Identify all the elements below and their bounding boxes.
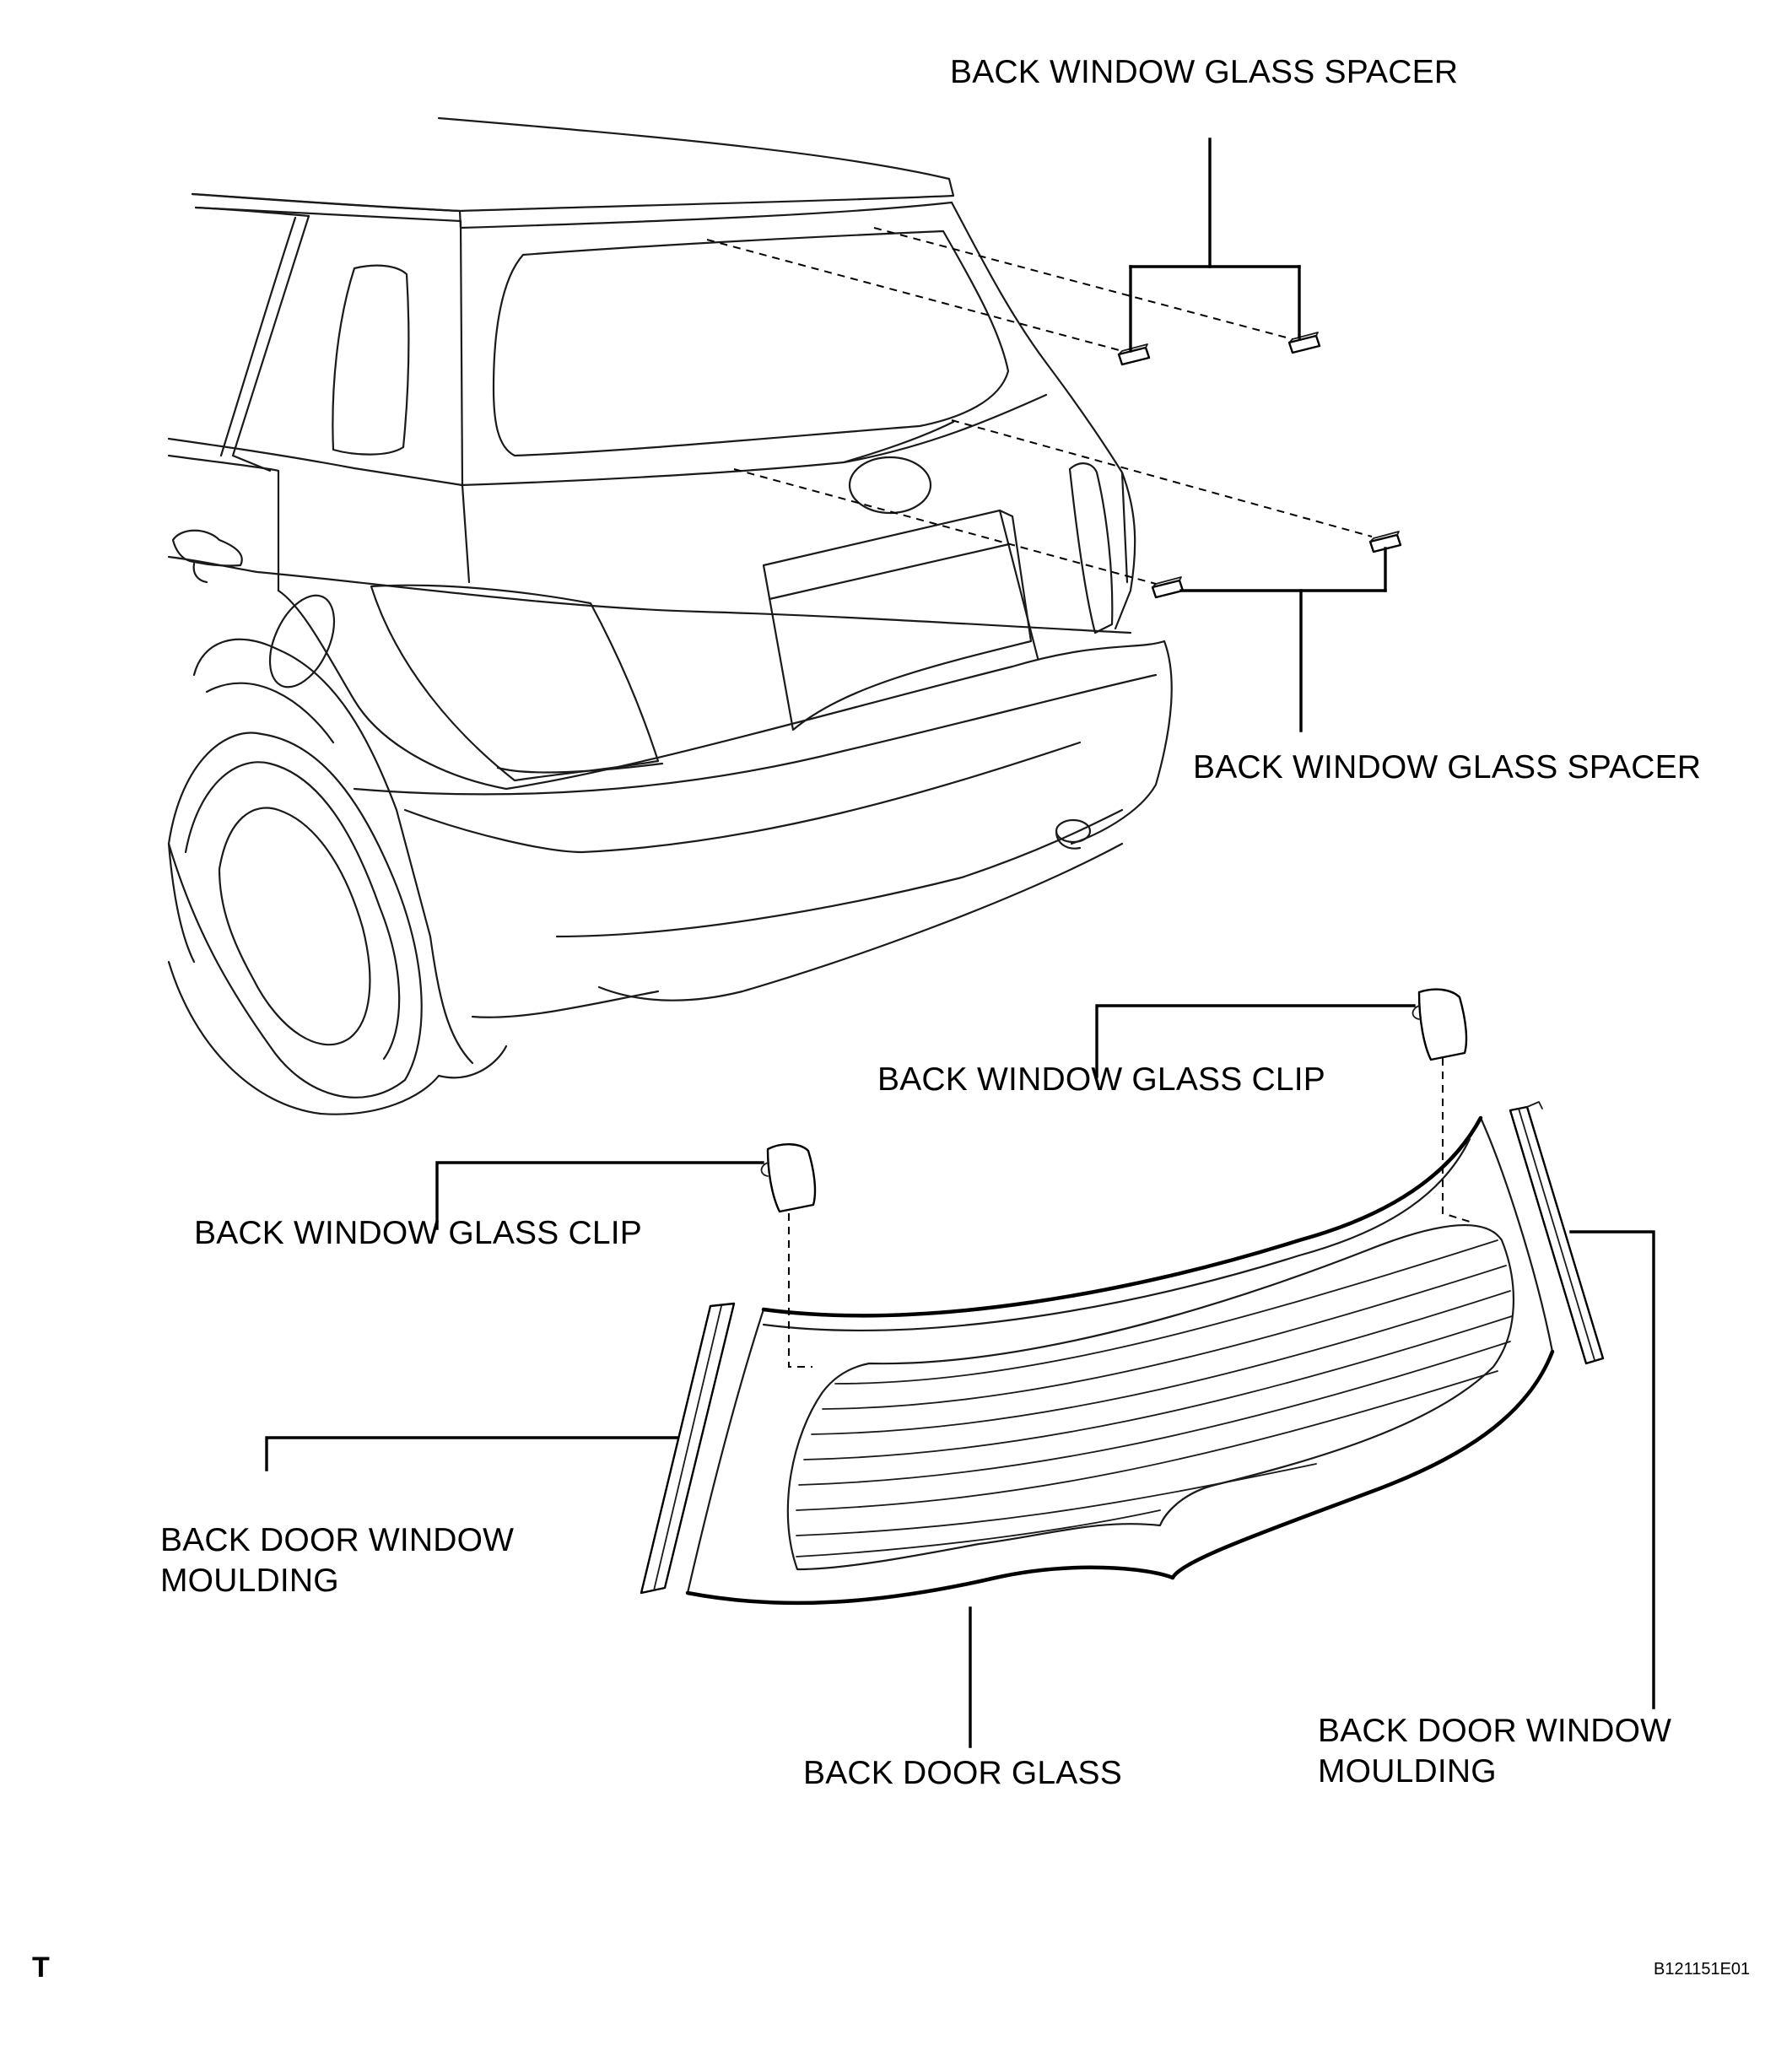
moulding-left-leader [265, 1436, 678, 1471]
right-moulding-part [1509, 1101, 1605, 1365]
spacer-part-upper-right [1287, 332, 1321, 354]
spacer-projection-lines [706, 227, 1373, 585]
spacer-part-lower-right [1368, 531, 1402, 553]
label-moulding-left-line1: BACK DOOR WINDOW [160, 1522, 515, 1558]
back-door-glass-part [685, 1115, 1555, 1606]
clip-part-left [760, 1143, 817, 1213]
clip-projection-lines [788, 1058, 1471, 1368]
spacer-top-leader [1129, 138, 1301, 353]
left-moulding-part [640, 1302, 736, 1595]
label-clip-right: BACK WINDOW GLASS CLIP [877, 1061, 1325, 1098]
car-rear-illustration [167, 116, 1173, 1115]
moulding-right-leader [1569, 1230, 1655, 1709]
label-moulding-left-line2: MOULDING [160, 1563, 339, 1599]
spacer-part-lower-left [1151, 576, 1185, 599]
defroster-grid-lines [796, 1239, 1513, 1557]
label-spacer-top: BACK WINDOW GLASS SPACER [950, 54, 1459, 90]
clip-part-right [1411, 988, 1468, 1061]
label-clip-left: BACK WINDOW GLASS CLIP [194, 1215, 642, 1251]
label-moulding-right-line1: BACK DOOR WINDOW [1318, 1713, 1672, 1749]
label-spacer-mid: BACK WINDOW GLASS SPACER [1193, 749, 1702, 785]
spacer-part-upper-left [1117, 343, 1151, 366]
figure-id: B121151E01 [1654, 1960, 1751, 1979]
clip-left-leader [435, 1161, 764, 1230]
label-glass: BACK DOOR GLASS [803, 1755, 1122, 1791]
spacer-mid-leader [1179, 547, 1387, 732]
label-moulding-right-line2: MOULDING [1318, 1753, 1497, 1790]
corner-mark: T [32, 1952, 50, 1984]
clip-right-leader [1095, 1004, 1416, 1078]
